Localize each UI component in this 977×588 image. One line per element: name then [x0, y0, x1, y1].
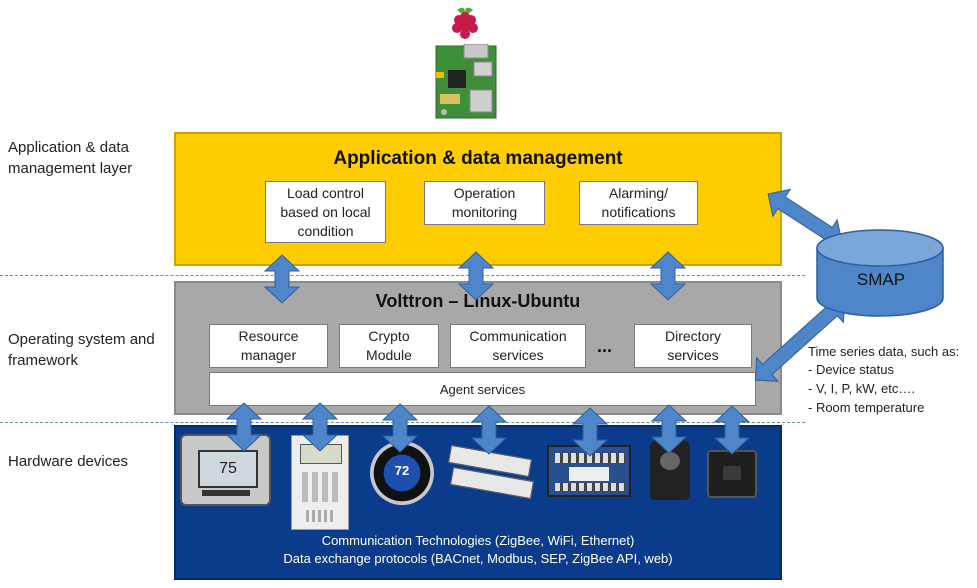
hardware-layer-label: Hardware devices — [8, 453, 129, 470]
arrow-app-os-2 — [458, 251, 494, 301]
agent-services-bar: Agent services — [209, 372, 756, 406]
smap-database-cylinder — [816, 229, 944, 317]
arrow-os-hw-7 — [714, 405, 750, 455]
arrow-app-os-3 — [650, 251, 686, 301]
raspberry-pi-logo — [452, 7, 478, 39]
time-series-item-electrical: - V, I, P, kW, etc…. — [808, 381, 915, 396]
nest-thermostat-device: 72 — [370, 441, 434, 505]
os-layer-title: Volttron – Linux-Ubuntu — [375, 291, 581, 311]
arrow-os-hw-2 — [302, 402, 338, 452]
alarming-notifications-box: Alarming/ notifications — [579, 181, 698, 225]
time-series-title: Time series data, such as: — [808, 344, 960, 359]
smap-label: SMAP — [856, 270, 906, 289]
data-exchange-protocols-text: Data exchange protocols (BACnet, Modbus,… — [283, 551, 673, 566]
nest-display: 72 — [394, 463, 410, 478]
time-series-item-device-status: - Device status — [808, 362, 894, 377]
communication-technologies-text: Communication Technologies (ZigBee, WiFi… — [321, 533, 635, 548]
load-control-box: Load control based on local condition — [265, 181, 386, 243]
arrow-app-os-1 — [264, 254, 300, 304]
thermostat-screen: 75 — [198, 450, 258, 488]
operation-monitoring-box: Operation monitoring — [424, 181, 545, 225]
resource-manager-box: Resource manager — [209, 324, 328, 368]
zigbee-module-device — [707, 450, 757, 498]
thermostat-device: 75 — [180, 434, 271, 506]
raspberry-pi-board — [435, 44, 497, 119]
arrow-os-hw-3 — [382, 403, 418, 453]
application-layer-label: Application & data management layer — [8, 139, 133, 177]
arrow-os-hw-4 — [471, 405, 507, 455]
communication-services-box: Communication services — [450, 324, 586, 368]
time-series-item-room-temperature: - Room temperature — [808, 400, 925, 415]
arrow-os-hw-1 — [226, 402, 262, 452]
os-layer-label: Operating system and framework — [8, 331, 155, 369]
directory-services-box: Directory services — [634, 324, 752, 368]
more-services-ellipsis: ... — [597, 336, 613, 356]
crypto-module-box: Crypto Module — [339, 324, 439, 368]
layer-separator-top — [0, 275, 805, 276]
application-layer-title: Application & data management — [333, 148, 623, 169]
arrow-os-hw-5 — [572, 407, 608, 457]
arrow-os-hw-6 — [651, 404, 687, 454]
